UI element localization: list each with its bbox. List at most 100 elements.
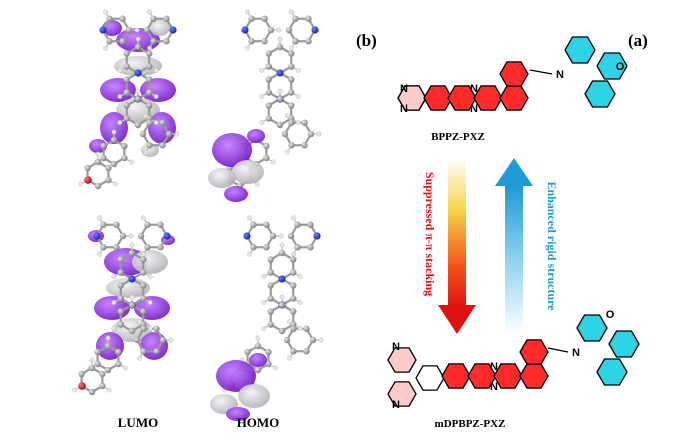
hydrogen-atom bbox=[289, 9, 294, 15]
hydrogen-atom bbox=[78, 181, 84, 187]
core-ring bbox=[423, 85, 453, 111]
carbon-atom bbox=[290, 325, 297, 332]
hydrogen-atom bbox=[285, 113, 290, 119]
gray-lobe bbox=[132, 250, 168, 274]
core-ring bbox=[519, 363, 549, 389]
purple-lobe bbox=[140, 78, 176, 102]
hydrogen-atom bbox=[153, 68, 159, 73]
pxz-ring bbox=[576, 314, 608, 342]
hydrogen-atom bbox=[147, 300, 153, 305]
carbon-atom bbox=[123, 50, 130, 57]
carbon-atom bbox=[117, 282, 124, 289]
bond bbox=[547, 347, 569, 353]
homo-top-structure bbox=[208, 9, 322, 202]
hydrogen-atom bbox=[255, 335, 261, 341]
carbon-atom bbox=[150, 38, 157, 45]
hydrogen-atom bbox=[168, 337, 174, 343]
carbon-atom bbox=[301, 142, 308, 149]
carbon-atom bbox=[140, 282, 147, 289]
nitrogen-atom bbox=[278, 275, 286, 283]
carbon-atom bbox=[146, 89, 153, 96]
hydrogen-atom bbox=[111, 129, 117, 135]
hydrogen-atom bbox=[291, 215, 296, 221]
hydrogen-atom bbox=[129, 242, 135, 248]
hydrogen-atom bbox=[259, 120, 265, 125]
hydrogen-atom bbox=[106, 387, 112, 393]
carbon-atom bbox=[117, 256, 124, 263]
lumo-top-structure bbox=[78, 9, 180, 190]
hydrogen-atom bbox=[295, 94, 301, 99]
carbon-atom bbox=[99, 370, 106, 378]
carbon-atom bbox=[269, 232, 277, 240]
hydrogen-atom bbox=[97, 251, 102, 257]
hydrogen-atom bbox=[134, 27, 140, 33]
hydrogen-atom bbox=[318, 337, 324, 343]
gray-lobe bbox=[238, 384, 270, 408]
carbon-atom bbox=[146, 63, 153, 70]
purple-lobe bbox=[226, 407, 250, 421]
nitrogen-atom bbox=[99, 26, 107, 34]
carbon-atom bbox=[146, 142, 153, 149]
nitrogen-label: N bbox=[470, 83, 478, 95]
carbon-atom bbox=[133, 336, 141, 344]
carbon-atom bbox=[128, 327, 136, 335]
hydrogen-atom bbox=[277, 88, 283, 94]
carbon-atom bbox=[290, 295, 297, 302]
pxz-ring bbox=[596, 358, 628, 386]
carbon-atom bbox=[157, 244, 164, 251]
carbon-atom bbox=[104, 366, 112, 374]
carbon-atom bbox=[303, 348, 310, 355]
carbon-atom bbox=[278, 249, 286, 257]
carbon-atom bbox=[100, 154, 107, 162]
nitrogen-label: N bbox=[470, 103, 478, 115]
purple-lobe bbox=[100, 112, 128, 144]
carbon-atom bbox=[244, 348, 251, 356]
hydrogen-atom bbox=[111, 326, 117, 331]
atom-layer bbox=[72, 215, 174, 396]
core-ring bbox=[499, 61, 529, 87]
nitrogen-atom bbox=[313, 232, 321, 240]
nitrogen-atom bbox=[163, 232, 171, 240]
hydrogen-atom bbox=[259, 94, 265, 99]
hydrogen-atom bbox=[117, 94, 123, 99]
carbon-atom bbox=[106, 38, 113, 45]
pxz-ring bbox=[596, 52, 628, 80]
carbon-atom bbox=[285, 26, 293, 34]
hydrogen-atom bbox=[89, 357, 95, 363]
hydrogen-atom bbox=[297, 326, 303, 331]
carbon-atom bbox=[265, 63, 272, 70]
carbon-atom bbox=[305, 38, 312, 45]
carbon-atom bbox=[267, 282, 274, 289]
hydrogen-atom bbox=[147, 274, 153, 279]
hydrogen-atom bbox=[153, 94, 159, 99]
hydrogen-atom bbox=[105, 335, 111, 341]
carbon-atom bbox=[157, 221, 164, 228]
carbon-atom bbox=[165, 130, 173, 138]
carbon-atom bbox=[134, 43, 142, 51]
carbon-atom bbox=[267, 295, 274, 302]
hydrogen-atom bbox=[141, 215, 146, 221]
carbon-atom bbox=[144, 244, 151, 251]
hydrogen-atom bbox=[247, 215, 252, 221]
core-ring bbox=[473, 85, 503, 111]
gray-lobe bbox=[150, 20, 170, 36]
hydrogen-atom bbox=[316, 131, 322, 137]
pyridyl-ring bbox=[387, 347, 417, 373]
enhanced-rigid-arrow bbox=[495, 158, 533, 334]
carbon-atom bbox=[134, 121, 142, 129]
hydrogen-atom bbox=[122, 365, 128, 371]
carbon-atom bbox=[292, 38, 299, 45]
homo-bottom-structure bbox=[210, 215, 324, 421]
core-ring bbox=[519, 339, 549, 365]
carbon-atom bbox=[140, 325, 147, 332]
nitrogen-label: N bbox=[400, 103, 408, 115]
arrow-up-text: Enhanced rigid structure bbox=[545, 181, 559, 311]
nitrogen-atom bbox=[311, 26, 319, 34]
lumo-bottom-structure bbox=[72, 215, 175, 396]
oxygen-atom bbox=[84, 176, 92, 184]
hydrogen-atom bbox=[276, 27, 282, 33]
carbon-atom bbox=[106, 15, 113, 22]
carbon-atom bbox=[119, 38, 126, 45]
